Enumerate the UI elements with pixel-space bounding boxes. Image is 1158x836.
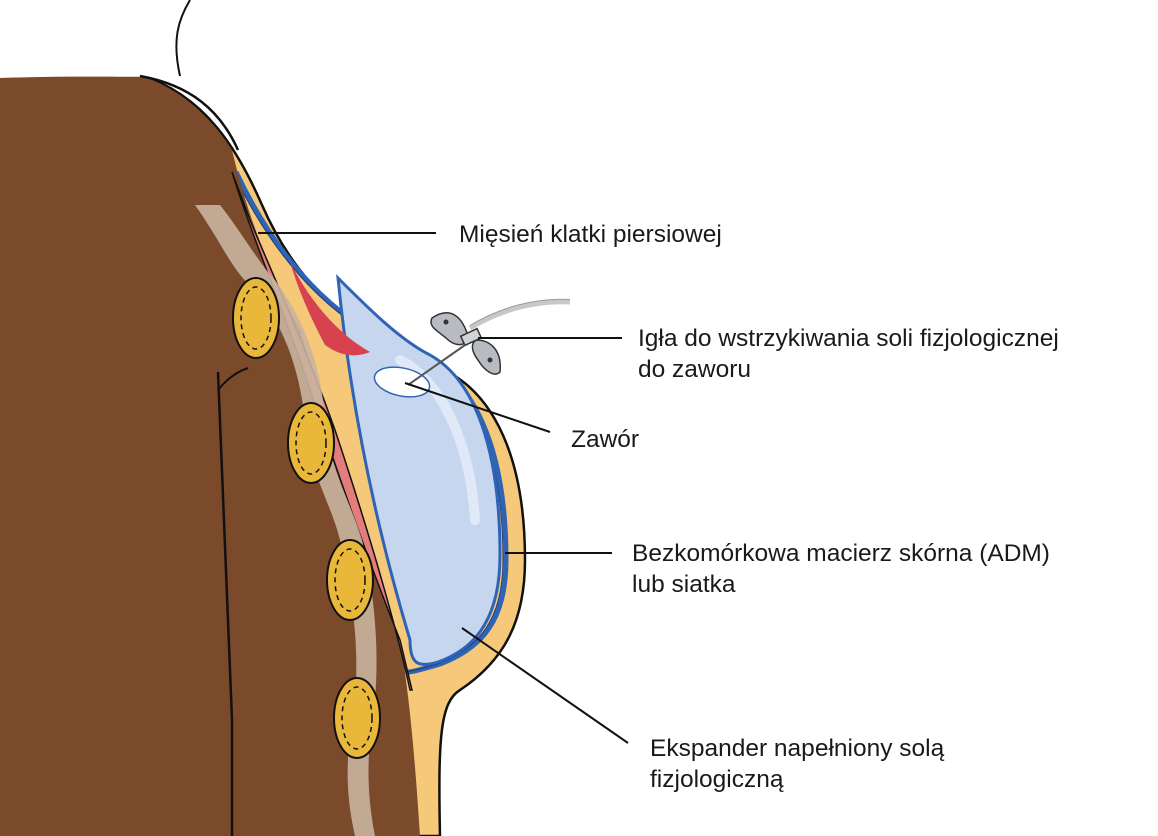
label-adm-line1: Bezkomórkowa macierz skórna (ADM) — [632, 538, 1050, 569]
label-needle-line2: do zaworu — [638, 354, 1059, 385]
label-adm-line2: lub siatka — [632, 569, 1050, 600]
lymph-node — [288, 403, 334, 483]
lymph-node — [334, 678, 380, 758]
label-needle: Igła do wstrzykiwania soli fizjologiczne… — [638, 323, 1059, 385]
label-adm: Bezkomórkowa macierz skórna (ADM) lub si… — [632, 538, 1050, 600]
neck-outline — [0, 0, 190, 78]
lymph-node — [327, 540, 373, 620]
label-expander-line2: fizjologiczną — [650, 764, 944, 795]
label-pectoral-muscle: Mięsień klatki piersiowej — [459, 219, 722, 250]
lymph-node — [233, 278, 279, 358]
label-needle-line1: Igła do wstrzykiwania soli fizjologiczne… — [638, 323, 1059, 354]
label-expander: Ekspander napełniony solą fizjologiczną — [650, 733, 944, 795]
label-valve: Zawór — [571, 424, 639, 455]
label-expander-line1: Ekspander napełniony solą — [650, 733, 944, 764]
